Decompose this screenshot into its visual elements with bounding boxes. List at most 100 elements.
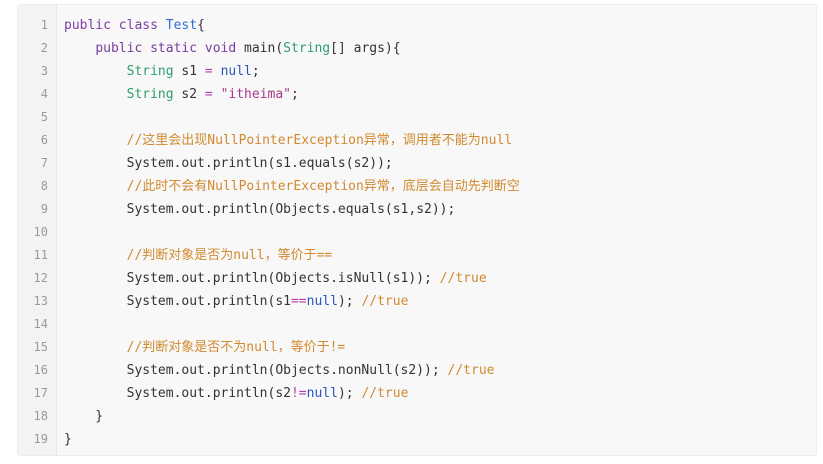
code-token: String — [126, 64, 174, 79]
line-number: 7 — [40, 156, 48, 170]
code-token — [213, 64, 221, 79]
code-text: public static void main(String[] args){ — [64, 37, 401, 60]
code-token — [64, 87, 127, 102]
code-text: String s2 = "itheima"; — [64, 83, 299, 106]
code-text: //这里会出现NullPointerException异常，调用者不能为null — [64, 129, 513, 152]
code-text: String s1 = null; — [64, 60, 260, 83]
code-token — [64, 179, 127, 194]
code-text: System.out.println(Objects.nonNull(s2));… — [64, 359, 495, 382]
code-token: == — [290, 294, 307, 309]
code-token: System.out.println(s2 — [64, 386, 291, 401]
code-token: //true — [361, 386, 409, 401]
code-token: //true — [447, 363, 495, 378]
code-line: 7 System.out.println(s1.equals(s2)); — [18, 152, 816, 175]
line-number: 10 — [33, 225, 48, 239]
line-number: 6 — [40, 133, 48, 147]
code-line: 5 — [18, 106, 816, 129]
code-text: } — [64, 405, 103, 428]
code-line: 18 } — [18, 405, 816, 428]
code-token: System.out.println(s1.equals(s2)); — [64, 156, 393, 171]
code-line: 10 — [18, 221, 816, 244]
code-line: 13 System.out.println(s1==null); //true — [18, 290, 816, 313]
code-token: System.out.println(Objects.nonNull(s2)); — [64, 363, 448, 378]
code-token: [] args){ — [330, 41, 401, 56]
line-number: 5 — [40, 110, 48, 124]
code-line: 4 String s2 = "itheima"; — [18, 83, 816, 106]
code-line: 12 System.out.println(Objects.isNull(s1)… — [18, 267, 816, 290]
code-token: } — [64, 432, 72, 447]
code-text: System.out.println(s1.equals(s2)); — [64, 152, 393, 175]
code-token: != — [290, 386, 307, 401]
code-line: 17 System.out.println(s2!=null); //true — [18, 382, 816, 405]
line-number: 3 — [40, 64, 48, 78]
code-token — [64, 340, 127, 355]
code-text: } — [64, 428, 72, 451]
code-token — [64, 133, 127, 148]
code-token: Test — [165, 18, 198, 33]
code-token — [64, 41, 95, 56]
code-token — [64, 248, 127, 263]
code-token: //此时不会有NullPointerException异常，底层会自动先判断空 — [126, 179, 520, 194]
code-token: //这里会出现NullPointerException异常，调用者不能为null — [126, 133, 513, 148]
line-number: 9 — [40, 202, 48, 216]
code-line: 3 String s1 = null; — [18, 60, 816, 83]
code-token: s2 — [173, 87, 205, 102]
code-token: System.out.println(s1 — [64, 294, 291, 309]
line-number: 16 — [33, 363, 48, 377]
code-text: public class Test{ — [64, 14, 205, 37]
code-token: null — [306, 294, 338, 309]
code-token — [64, 64, 127, 79]
code-line: 11 //判断对象是否为null，等价于== — [18, 244, 816, 267]
code-token: String — [283, 41, 331, 56]
code-token: //true — [439, 271, 487, 286]
code-token: //true — [361, 294, 409, 309]
code-token: = — [204, 87, 213, 102]
code-token: s1 — [173, 64, 205, 79]
code-line: 2 public static void main(String[] args)… — [18, 37, 816, 60]
line-number: 8 — [40, 179, 48, 193]
code-token: = — [204, 64, 213, 79]
code-token: //判断对象是否为null，等价于== — [126, 248, 333, 263]
line-number: 13 — [33, 294, 48, 308]
code-line: 14 — [18, 313, 816, 336]
code-text: System.out.println(s2!=null); //true — [64, 382, 409, 405]
code-token — [213, 87, 221, 102]
line-number: 14 — [33, 317, 48, 331]
code-text: //此时不会有NullPointerException异常，底层会自动先判断空 — [64, 175, 520, 198]
code-token: null — [306, 386, 338, 401]
code-token: ; — [251, 64, 260, 79]
code-line: 9 System.out.println(Objects.equals(s1,s… — [18, 198, 816, 221]
code-line: 15 //判断对象是否不为null，等价于!= — [18, 336, 816, 359]
code-token: null — [220, 64, 252, 79]
line-number: 11 — [33, 248, 48, 262]
code-text: //判断对象是否为null，等价于== — [64, 244, 333, 267]
line-number: 15 — [33, 340, 48, 354]
code-token: ); — [337, 386, 362, 401]
code-text: //判断对象是否不为null，等价于!= — [64, 336, 346, 359]
code-token: public static void — [95, 41, 245, 56]
code-text: System.out.println(s1==null); //true — [64, 290, 409, 313]
line-number-gutter — [18, 5, 57, 455]
code-token: System.out.println(Objects.equals(s1,s2)… — [64, 202, 456, 217]
code-token: { — [197, 18, 205, 33]
code-token: String — [126, 87, 174, 102]
code-token: } — [64, 409, 104, 424]
line-number: 2 — [40, 41, 48, 55]
line-number: 17 — [33, 386, 48, 400]
code-token: System.out.println(Objects.isNull(s1)); — [64, 271, 440, 286]
line-number: 18 — [33, 409, 48, 423]
code-line: 19} — [18, 428, 816, 451]
code-line: 8 //此时不会有NullPointerException异常，底层会自动先判断… — [18, 175, 816, 198]
code-token: main( — [244, 41, 284, 56]
code-line: 6 //这里会出现NullPointerException异常，调用者不能为nu… — [18, 129, 816, 152]
code-text: System.out.println(Objects.isNull(s1)); … — [64, 267, 487, 290]
code-token: ; — [291, 87, 299, 102]
code-line: 16 System.out.println(Objects.nonNull(s2… — [18, 359, 816, 382]
line-number: 12 — [33, 271, 48, 285]
code-token: //判断对象是否不为null，等价于!= — [126, 340, 346, 355]
code-text: System.out.println(Objects.equals(s1,s2)… — [64, 198, 456, 221]
code-token: "itheima" — [220, 87, 292, 102]
